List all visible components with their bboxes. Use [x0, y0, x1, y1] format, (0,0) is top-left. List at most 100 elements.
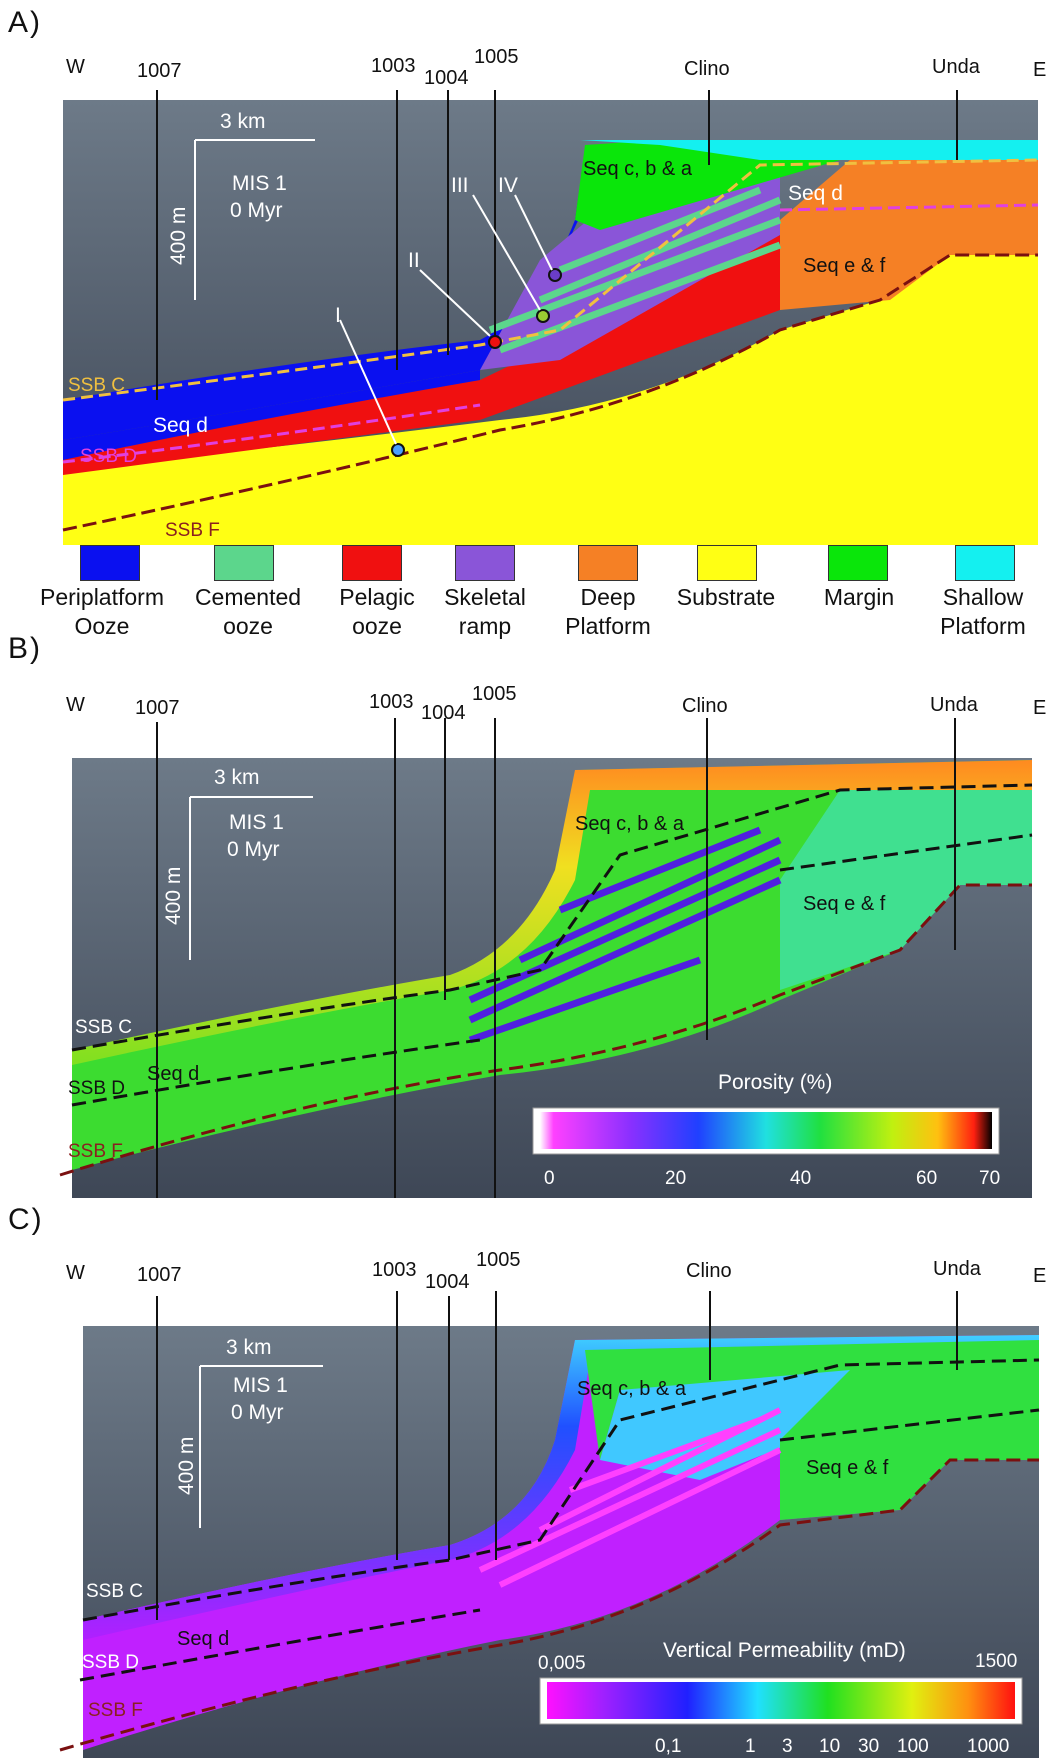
- well-label-clino-c: Clino: [686, 1260, 732, 1282]
- porosity-tick-60: 60: [916, 1168, 937, 1189]
- scale-bar: [194, 139, 315, 300]
- legend-label-substrate: Substrate: [676, 584, 776, 610]
- east-label-c: E: [1033, 1265, 1046, 1287]
- east-label-b: E: [1033, 697, 1046, 719]
- ssb-f-line-b: [59, 883, 1032, 1177]
- ssb-c-line-c: [82, 1358, 1040, 1622]
- legend-swatch-periplatform: [80, 545, 140, 581]
- marker-i: [391, 443, 405, 457]
- well-label-1004-c: 1004: [425, 1271, 470, 1293]
- permeability-tick-3: 3: [782, 1736, 793, 1757]
- seq-cba-label: Seq c, b & a: [583, 158, 693, 180]
- seq-ef-region: [780, 790, 1032, 990]
- time-value-c: 0 Myr: [231, 1401, 284, 1424]
- well-label-1007-c: 1007: [137, 1264, 182, 1286]
- scale-m-b: 400 m: [162, 867, 185, 925]
- well-label-1005-b: 1005: [472, 683, 517, 705]
- marker-iii: [536, 309, 550, 323]
- porosity-colorbar: [540, 1112, 992, 1149]
- legend-swatch-skeletal: [455, 545, 515, 581]
- well-label-1003-c: 1003: [372, 1259, 417, 1281]
- ssb-c-label-b: SSB C: [75, 1017, 132, 1038]
- scale-km-c: 3 km: [226, 1336, 272, 1359]
- panel-c: W E 1007 1003 1004 1005 Clino Unda 3 km …: [59, 1249, 1046, 1758]
- ssb-d-line-b: [71, 1038, 481, 1107]
- periplatform-ooze-area: [63, 150, 600, 440]
- permeability-tick-0-1: 0,1: [655, 1736, 681, 1757]
- legend-swatch-margin: [828, 545, 888, 581]
- marker-iv: [548, 268, 562, 282]
- permeability-colorbar-title: Vertical Permeability (mD): [663, 1639, 906, 1662]
- marker-i-label: I: [335, 304, 341, 327]
- pelagic-ooze-area: [63, 235, 780, 475]
- time-value: 0 Myr: [230, 199, 283, 222]
- east-label: E: [1033, 59, 1046, 81]
- ssb-f-label-b: SSB F: [68, 1141, 123, 1162]
- permeability-colorbar: [547, 1682, 1015, 1719]
- scale-km-b: 3 km: [214, 766, 260, 789]
- marker-iii-label: III: [451, 174, 469, 197]
- marker-iv-label: IV: [498, 174, 518, 197]
- well-label-unda-b: Unda: [930, 694, 979, 716]
- well-label-unda-c: Unda: [933, 1258, 982, 1280]
- porosity-tick-0: 0: [544, 1168, 555, 1189]
- seq-ef-region-c: [780, 1370, 1039, 1520]
- seq-ef-label-b: Seq e & f: [803, 893, 886, 915]
- ssb-c-line: [62, 158, 1039, 402]
- well-label-1007-b: 1007: [135, 697, 180, 719]
- west-label-c: W: [66, 1262, 85, 1284]
- panel-c-letter: C): [8, 1203, 44, 1236]
- ssb-d-label: SSB D: [80, 446, 137, 467]
- well-label-clino-b: Clino: [682, 695, 728, 717]
- seq-d-east-label: Seq d: [788, 182, 843, 205]
- permeability-tick-30: 30: [858, 1736, 879, 1757]
- panel-a: W E 1007 1003 1004 1005 Clino Unda 3 km …: [62, 46, 1046, 545]
- ssb-d-label-b: SSB D: [68, 1078, 125, 1099]
- permeability-tick-100: 100: [897, 1736, 929, 1757]
- seq-d-label-b: Seq d: [147, 1063, 199, 1085]
- porosity-tick-20: 20: [665, 1168, 686, 1189]
- well-label-1007: 1007: [137, 60, 182, 82]
- well-label-1004-b: 1004: [421, 702, 466, 724]
- panel-b-letter: B): [8, 632, 42, 665]
- legend-swatch-shallow: [955, 545, 1015, 581]
- low-porosity-layers: [468, 826, 782, 1044]
- ssb-f-line: [62, 253, 1038, 532]
- substrate-area: [63, 255, 1038, 545]
- ssb-c-label-c: SSB C: [86, 1581, 143, 1602]
- well-label-1003: 1003: [371, 55, 416, 77]
- ssb-c-label: SSB C: [68, 375, 125, 396]
- porosity-tick-70: 70: [979, 1168, 1000, 1189]
- porosity-tick-40: 40: [790, 1168, 811, 1189]
- shallow-platform-area: [580, 140, 1038, 160]
- porosity-colorbar-title: Porosity (%): [718, 1071, 832, 1094]
- skeletal-ramp-area: [480, 170, 780, 370]
- seq-d-label-c: Seq d: [177, 1628, 229, 1650]
- marker-ii: [488, 335, 502, 349]
- seq-cba-label-b: Seq c, b & a: [575, 813, 685, 835]
- scale-km: 3 km: [220, 110, 266, 133]
- ssb-f-label-c: SSB F: [88, 1700, 143, 1721]
- ssb-d-line: [62, 403, 481, 464]
- time-label-b: MIS 1: [229, 811, 284, 834]
- ssb-d-label-c: SSB D: [82, 1652, 139, 1673]
- west-label: W: [66, 56, 85, 78]
- time-label-c: MIS 1: [233, 1374, 288, 1397]
- permeability-tick-10: 10: [819, 1736, 840, 1757]
- seq-ef-label-c: Seq e & f: [806, 1457, 889, 1479]
- margin-area: [575, 140, 840, 230]
- well-label-1004: 1004: [424, 67, 469, 89]
- marker-ii-label: II: [408, 249, 420, 272]
- legend-label-margin: Margin: [823, 584, 895, 610]
- cemented-ooze-layers: [488, 186, 782, 354]
- permeability-min-label: 0,005: [538, 1653, 586, 1674]
- scale-m-c: 400 m: [175, 1437, 198, 1495]
- time-value-b: 0 Myr: [227, 838, 280, 861]
